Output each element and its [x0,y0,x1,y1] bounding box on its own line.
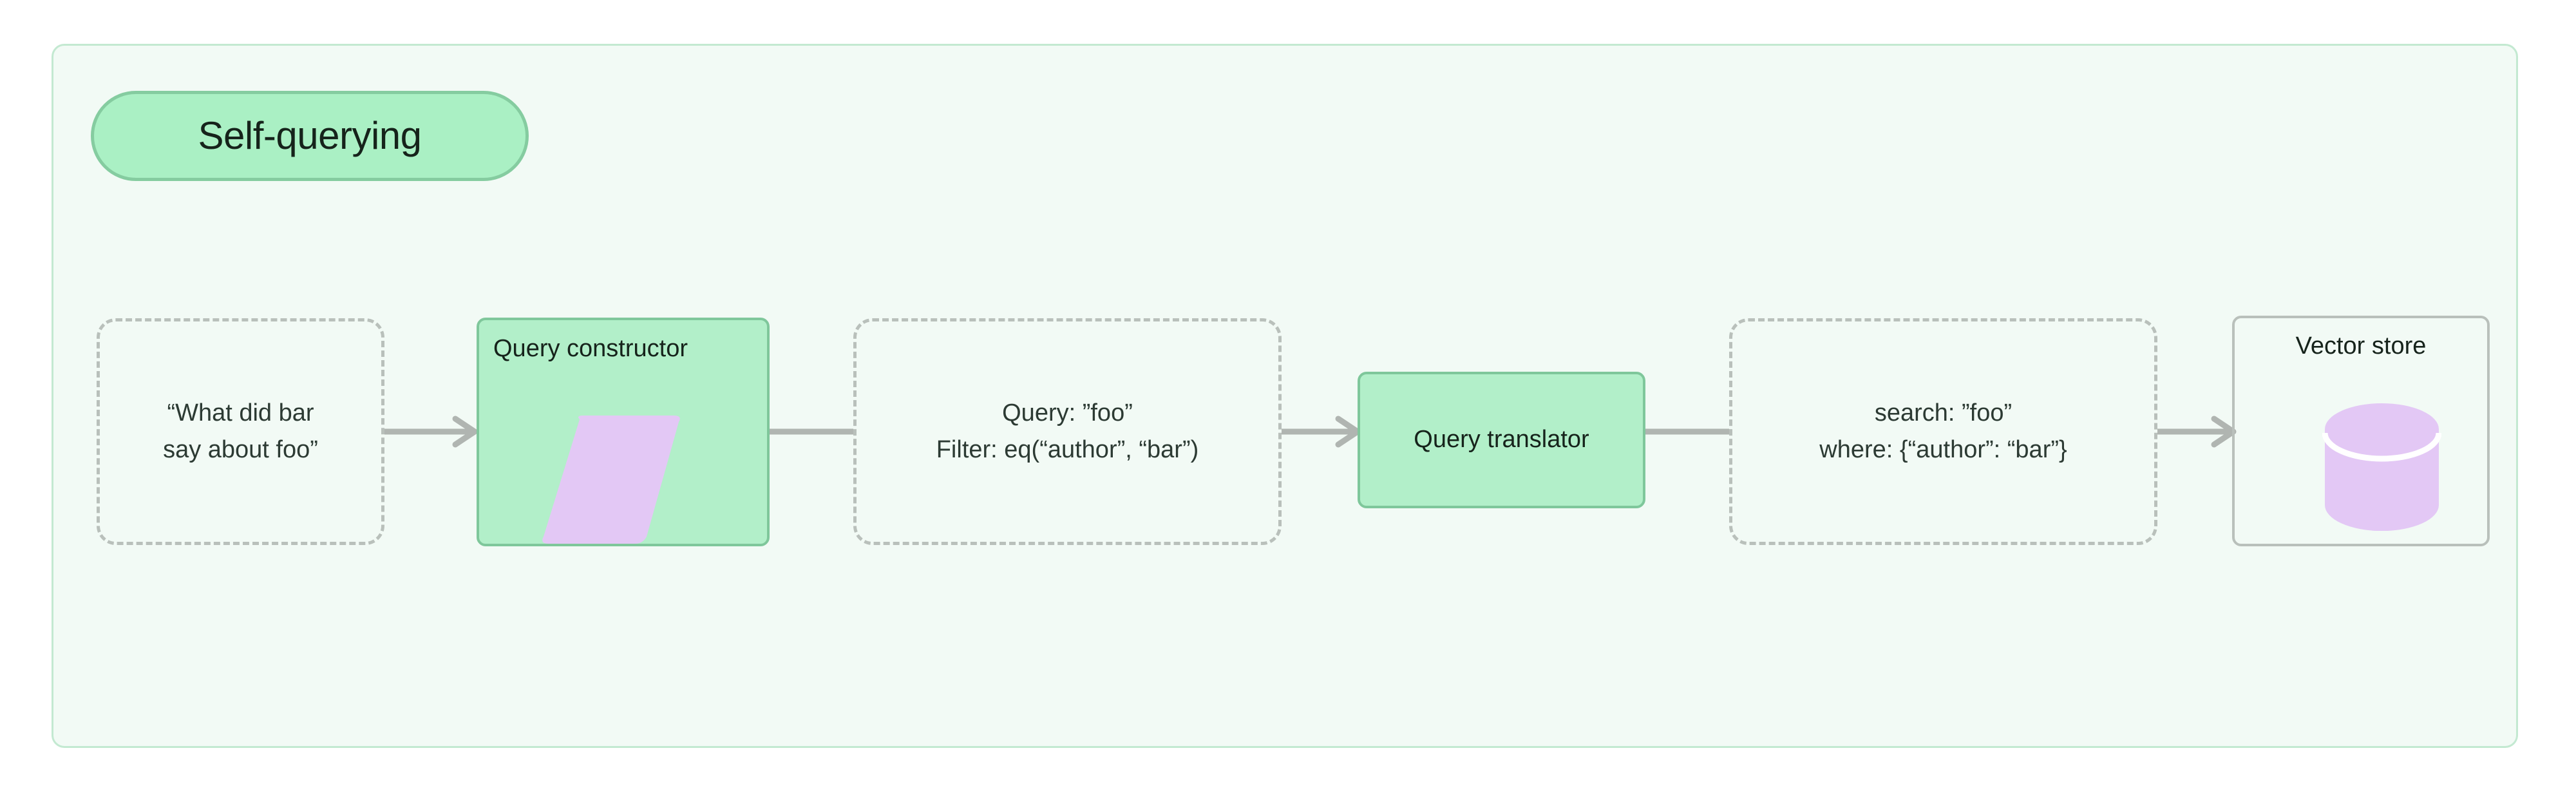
edge-structured-query-to-query-translator [1282,416,1362,448]
edge-query-translator-to-translated-query [1645,419,1729,445]
node-translated-query-text: search: ”foo” where: {“author”: “bar”} [1819,399,2067,463]
node-structured-query[interactable]: Query: ”foo” Filter: eq(“author”, “bar”) [853,318,1282,545]
node-vector-store[interactable]: Vector store [2232,316,2490,546]
node-user-question-text: “What did bar say about foo” [163,399,318,463]
node-translated-query[interactable]: search: ”foo” where: {“author”: “bar”} [1729,318,2157,545]
subgraph-title-pill: Self-querying [91,91,529,181]
node-user-question[interactable]: “What did bar say about foo” [97,318,384,545]
edge-user-question-to-query-constructor [384,416,478,448]
parallelogram-icon [540,416,683,544]
database-cylinder-icon [2322,403,2441,531]
node-query-translator-label: Query translator [1414,426,1589,454]
node-vector-store-label: Vector store [2295,332,2427,359]
node-query-constructor-label: Query constructor [493,335,688,362]
edge-translated-query-to-vector-store [2157,416,2238,448]
node-query-constructor[interactable]: Query constructor [477,318,770,546]
edge-query-constructor-to-structured-query [770,419,853,445]
subgraph-title-label: Self-querying [198,114,422,157]
node-query-translator[interactable]: Query translator [1358,372,1645,508]
node-structured-query-text: Query: ”foo” Filter: eq(“author”, “bar”) [936,399,1199,463]
